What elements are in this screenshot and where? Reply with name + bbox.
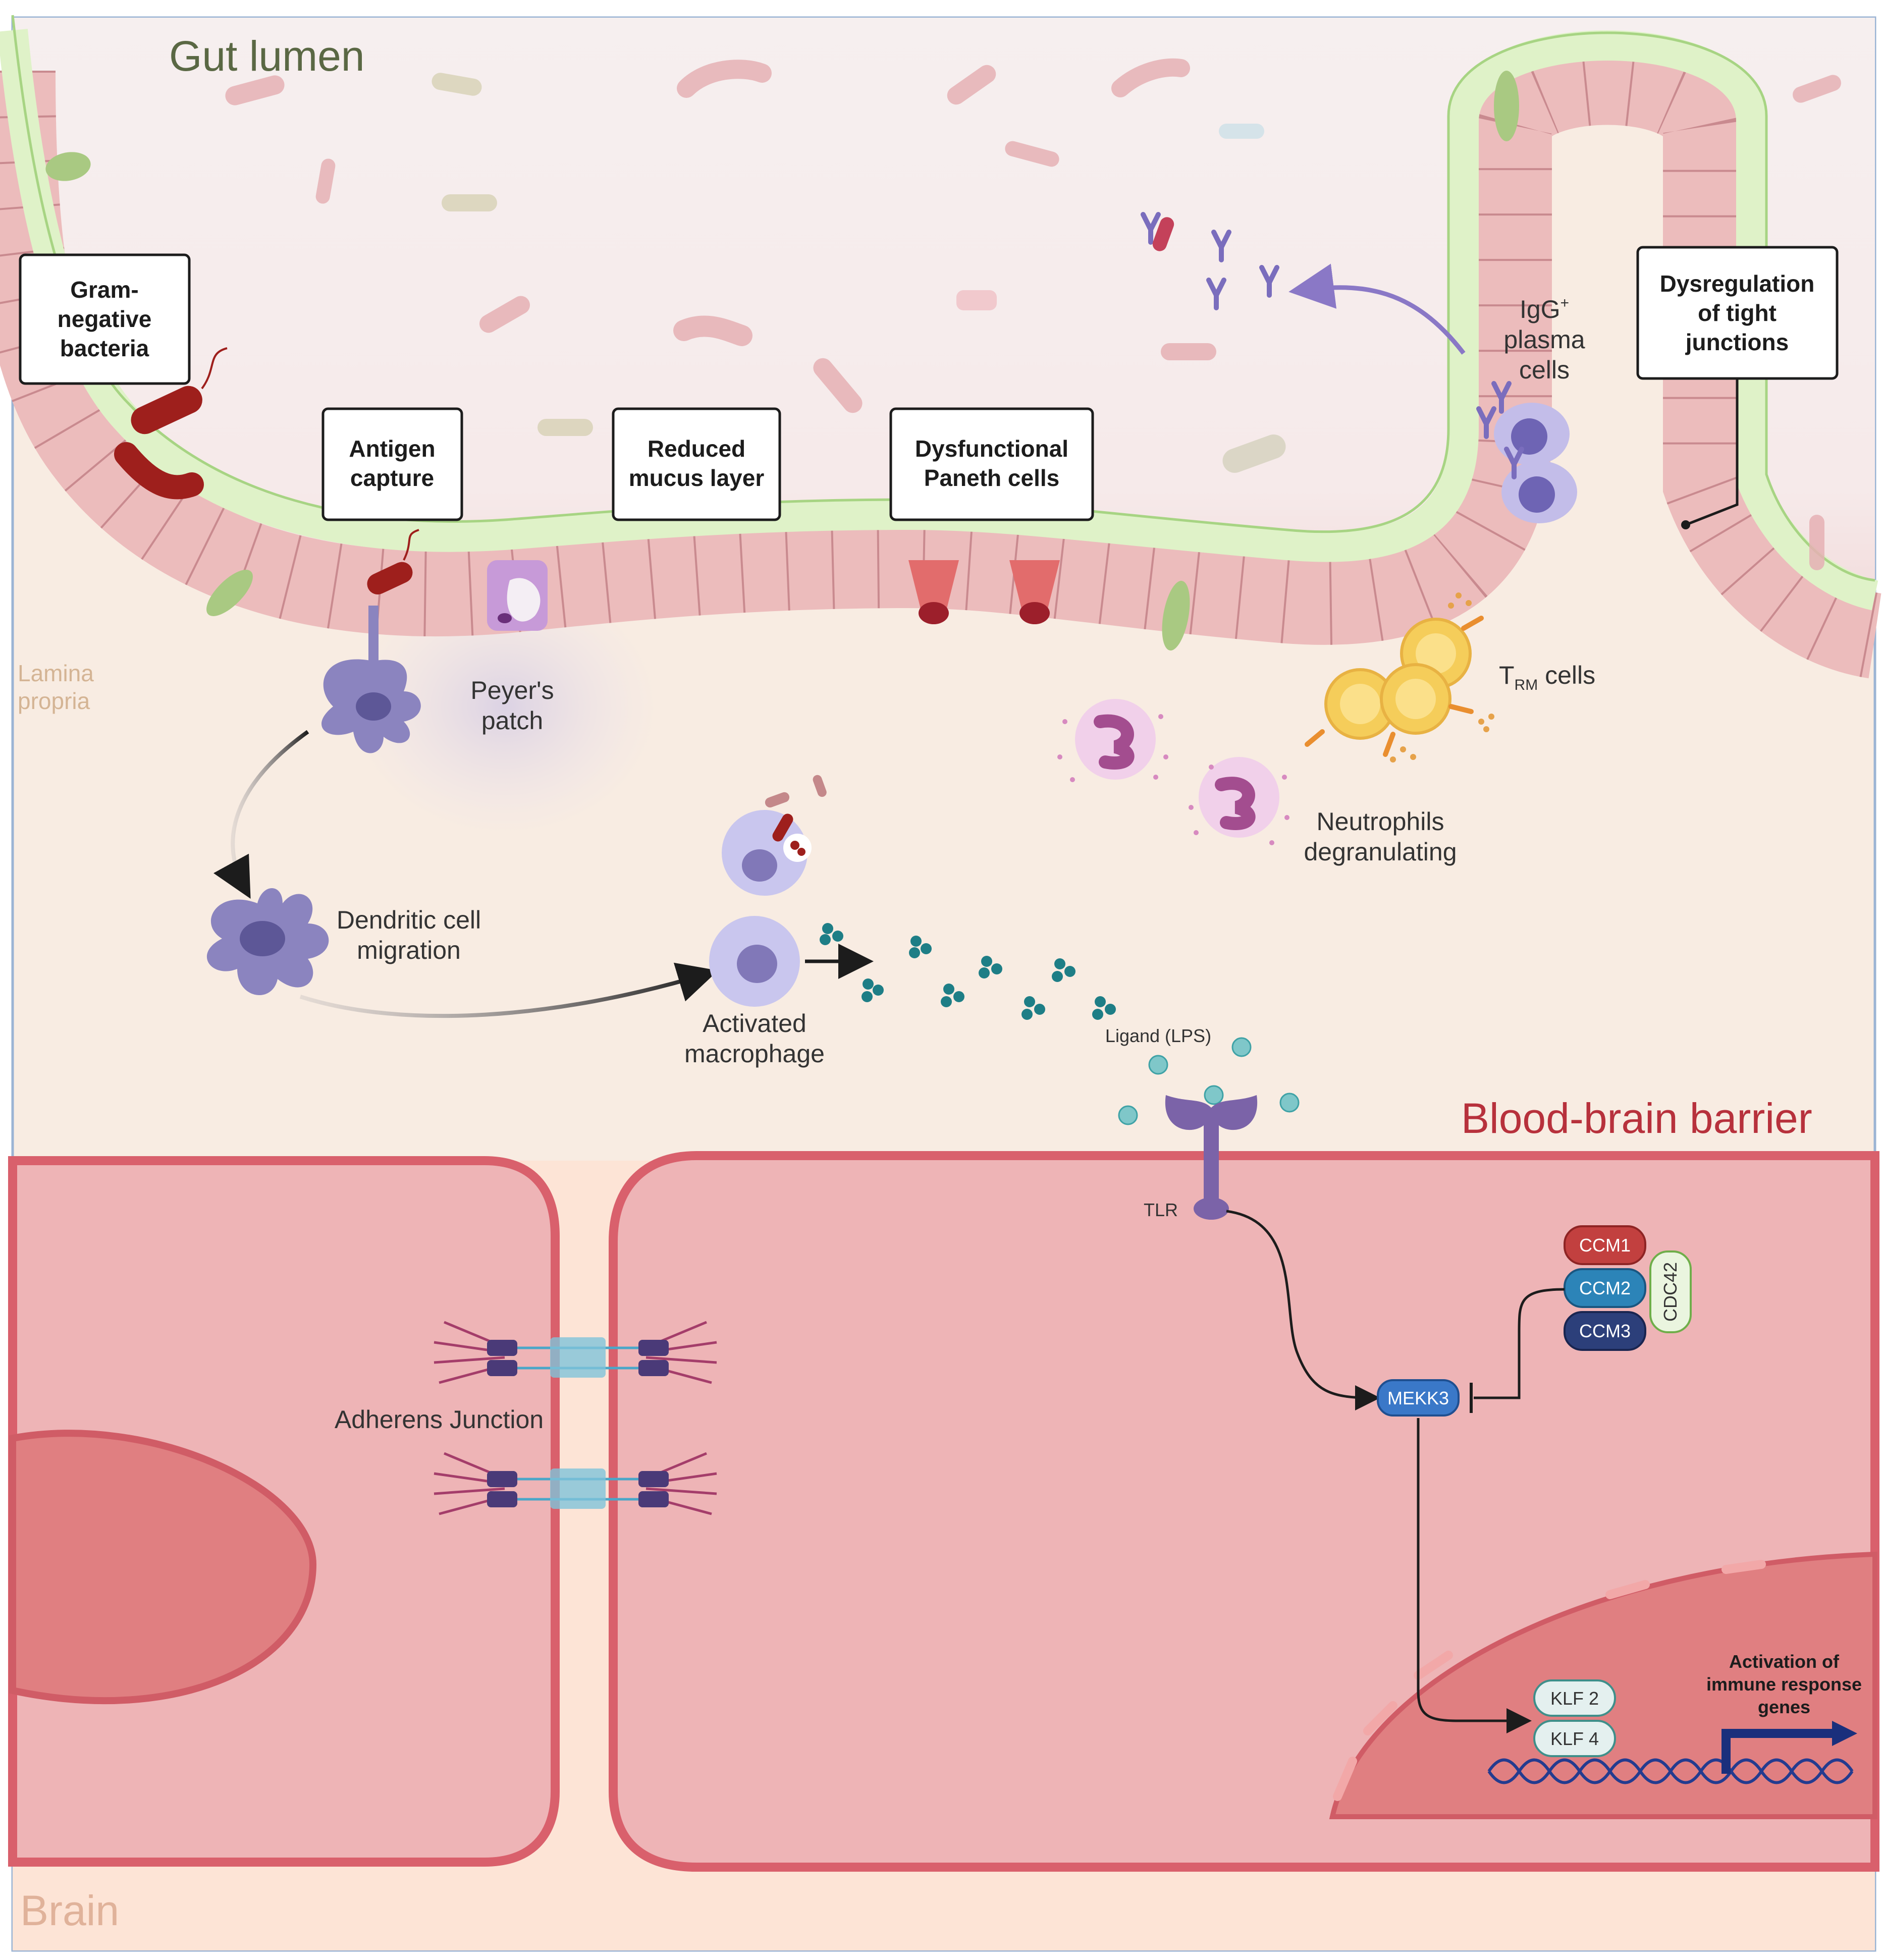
paneth-line1: Dysfunctional [915, 435, 1068, 462]
ccm-inhibition-line [1474, 1288, 1565, 1399]
nuclear-pores [1333, 1560, 1766, 1801]
peyers-patch-area [348, 575, 661, 838]
lps-ligands [1118, 1037, 1300, 1125]
tlr-label: TLR [1144, 1200, 1178, 1220]
gut-microbes [225, 58, 1841, 570]
brain-label: Brain [20, 1887, 119, 1934]
activation-line1: Activation of [1729, 1651, 1840, 1672]
adherens-junction-bottom [434, 1452, 717, 1515]
antigen-capture-line2: capture [350, 465, 434, 491]
activation-line3: genes [1758, 1697, 1810, 1717]
migration-arrow [213, 730, 309, 899]
goblet-cell [45, 71, 1519, 651]
gram-negative-line3: bacteria [60, 335, 149, 361]
peyers-patch-line1: Peyer's [470, 676, 554, 704]
antibody-secretion-arrow [1288, 263, 1466, 355]
igg-label-line3: cells [1519, 356, 1570, 384]
adherens-junction-label: Adherens Junction [335, 1405, 544, 1434]
transcription-start-arrow [1721, 1729, 1837, 1774]
neutrophil [1075, 699, 1156, 780]
adherens-junction-top [434, 1321, 717, 1384]
dendritic-migration-line1: Dendritic cell [337, 906, 481, 934]
activated-macrophage-line1: Activated [703, 1009, 806, 1038]
epithelium-layer [0, 39, 1882, 679]
tight-junctions-line2: of tight [1698, 300, 1777, 326]
paneth-line2: Paneth cells [924, 465, 1059, 491]
klf2-label: KLF 2 [1550, 1688, 1599, 1709]
opsonized-bacterium [1152, 217, 1174, 251]
callout-tight-junctions: Dysregulation of tight junctions [1636, 246, 1839, 529]
igg-plasma-cells [1494, 403, 1577, 523]
dna-helix [1487, 1758, 1854, 1784]
reduced-mucus-line2: mucus layer [629, 465, 765, 491]
gram-negative-bacteria [114, 347, 228, 500]
igg-label-line1: IgG+ [1520, 295, 1569, 323]
igg-label-line2: plasma [1503, 325, 1585, 354]
klf4-label: KLF 4 [1550, 1728, 1599, 1749]
neutrophil [1199, 757, 1279, 838]
activated-macrophage-line2: macrophage [684, 1040, 825, 1068]
tight-junctions-line3: junctions [1685, 329, 1789, 355]
antibodies [1141, 212, 1524, 479]
lamina-propria-label-1: Lamina [18, 660, 94, 686]
trm-cells [1305, 616, 1484, 757]
endothelial-nucleus-left [9, 1430, 317, 1705]
callout-dysfunctional-paneth: Dysfunctional Paneth cells [889, 407, 1094, 521]
ccm1-label: CCM1 [1579, 1235, 1631, 1256]
activation-line2: immune response [1706, 1674, 1862, 1695]
mekk3-label: MEKK3 [1387, 1388, 1449, 1408]
callout-antigen-capture: Antigen capture [321, 407, 463, 521]
trm-label: TRM cells [1499, 661, 1595, 693]
tlr-receptor [1165, 1095, 1258, 1220]
callout-reduced-mucus: Reduced mucus layer [612, 407, 781, 521]
ccm-complex: CCM1 CCM2 CCM3 CDC42 [1564, 1225, 1692, 1351]
to-macrophage-arrow [299, 962, 718, 1018]
mekk3-to-klf-arrow [1417, 1418, 1532, 1733]
paneth-cell [1009, 560, 1060, 624]
callout-gram-negative-bacteria: Gram- negative bacteria [19, 253, 191, 385]
trm-cytokines [1390, 592, 1494, 763]
macrophage-phagocytic [722, 775, 827, 896]
bacteria-antigen [367, 529, 419, 594]
paneth-cell [908, 560, 959, 624]
dendritic-cell-capture [321, 606, 421, 753]
tight-junctions-line1: Dysregulation [1660, 270, 1815, 297]
mekk3-node: MEKK3 [1377, 1379, 1460, 1417]
peyers-patch-line2: patch [481, 706, 543, 735]
lamina-propria-label-2: propria [18, 688, 90, 714]
gut-lumen-label: Gut lumen [169, 32, 365, 80]
blood-brain-barrier-label: Blood-brain barrier [1461, 1095, 1812, 1142]
tlr-to-mekk3-arrow [1226, 1210, 1380, 1410]
antigen-capture-line1: Antigen [349, 435, 435, 462]
cdc42-label: CDC42 [1660, 1262, 1681, 1322]
dendritic-migration-line2: migration [357, 936, 461, 964]
dendritic-cell-migrating [206, 888, 329, 996]
m-cell [487, 560, 548, 631]
neutrophil-granules [1057, 714, 1289, 845]
neutrophils-line2: degranulating [1304, 838, 1457, 866]
ccm2-label: CCM2 [1579, 1278, 1631, 1298]
neutrophils-line1: Neutrophils [1317, 807, 1444, 836]
gram-negative-line1: Gram- [70, 277, 138, 303]
gut-lumen-region [13, 18, 1875, 606]
reduced-mucus-line1: Reduced [648, 435, 745, 462]
klf-factors: KLF 2 KLF 4 [1533, 1679, 1616, 1757]
cytokine-clusters [820, 923, 1116, 1020]
ligand-label: Ligand (LPS) [1105, 1025, 1211, 1046]
gram-negative-line2: negative [58, 306, 152, 332]
transcription-arrowhead [1832, 1721, 1857, 1746]
ccm3-label: CCM3 [1579, 1321, 1631, 1341]
macrophage-activated [709, 916, 800, 1007]
